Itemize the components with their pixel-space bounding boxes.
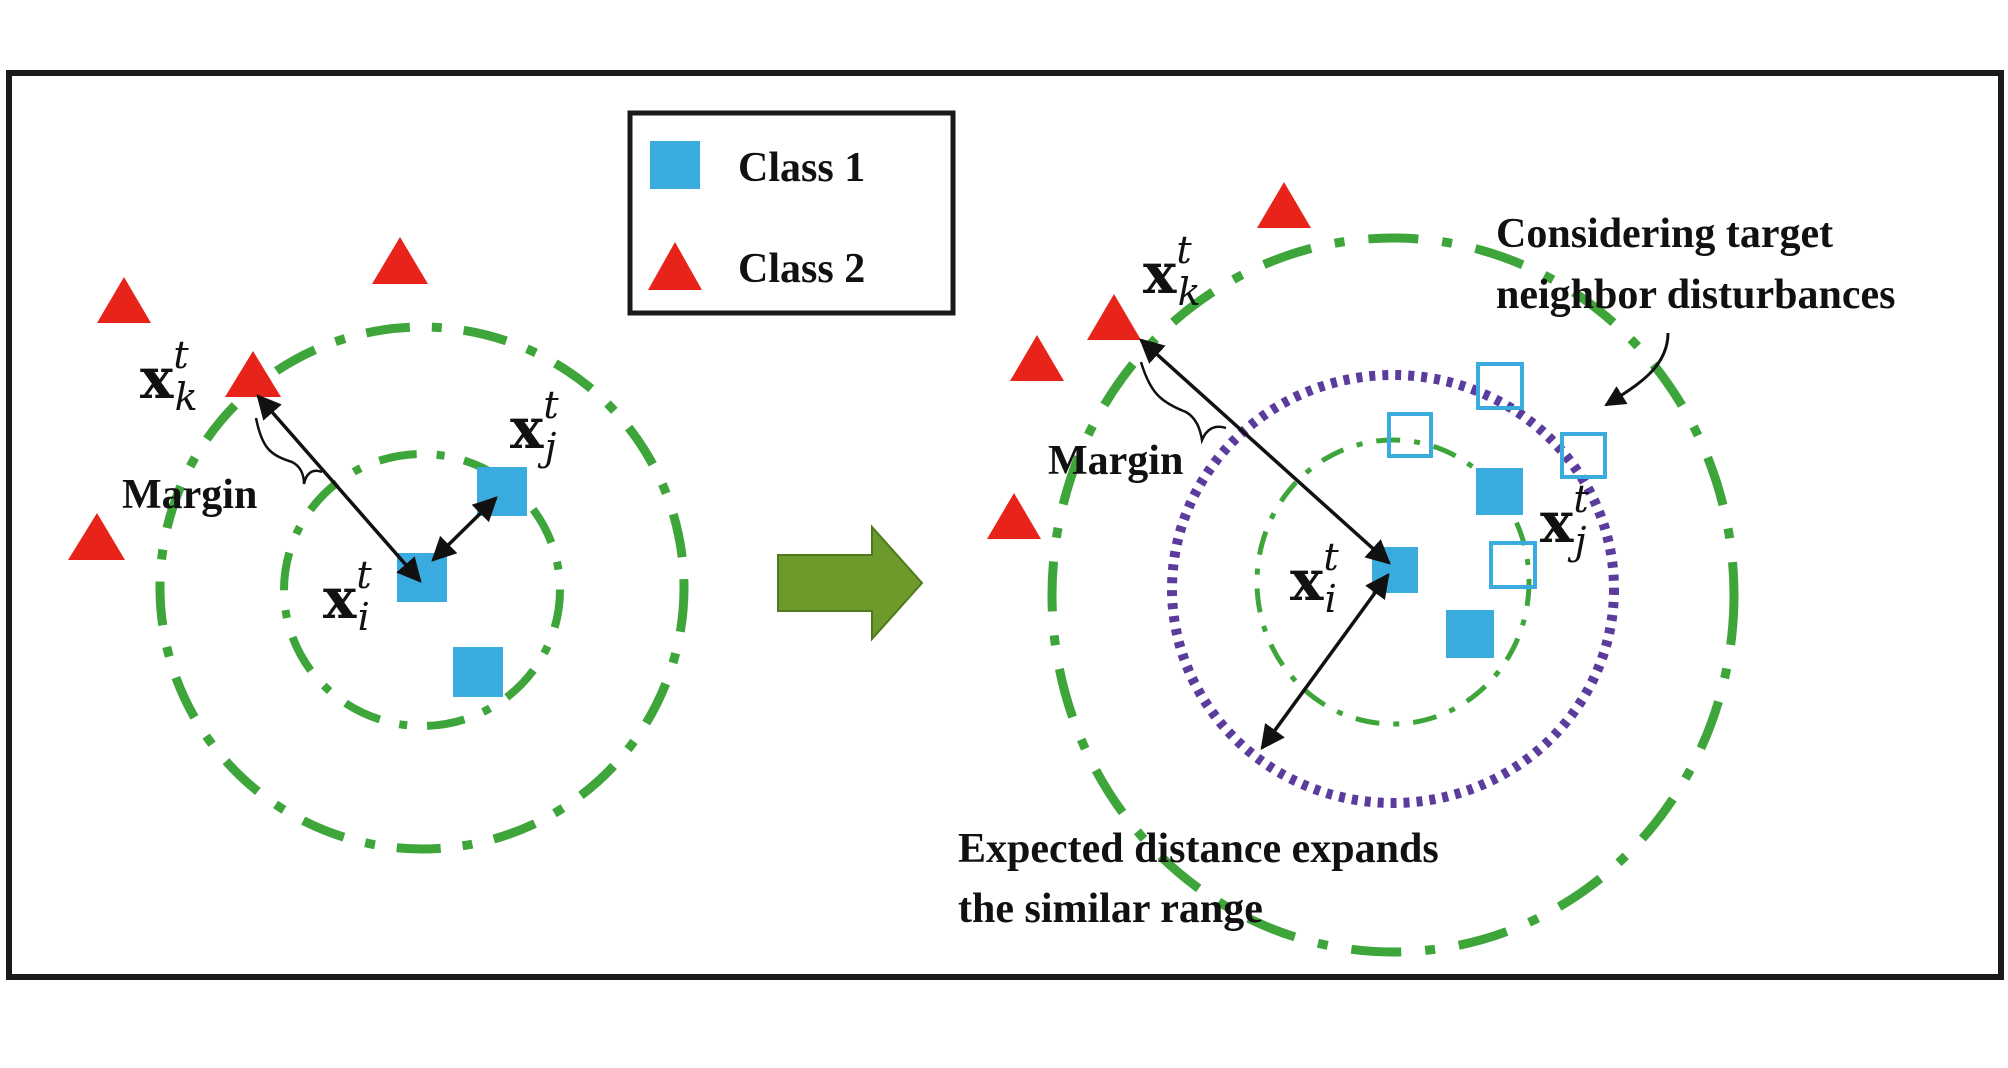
legend-class1-label: Class 1	[738, 145, 865, 191]
left-arrow-xi-xj	[431, 496, 498, 562]
right-disturbed-square	[1560, 432, 1607, 479]
right-margin-brace	[1139, 361, 1227, 445]
legend-class2-triangle-icon	[648, 242, 702, 290]
right-annotation-top-line1: Considering target	[1496, 211, 1833, 257]
left-class2-triangle	[97, 277, 151, 323]
left-margin-brace	[254, 417, 323, 485]
left-class1-square	[397, 553, 447, 602]
right-class2-triangle	[987, 493, 1041, 539]
left-margin-label: Margin	[122, 472, 257, 518]
right-class2-triangle	[1257, 182, 1311, 228]
right-class1-square	[1476, 468, 1523, 515]
right-arrow-xi-expected	[1260, 573, 1390, 750]
left-arrow-xi-xk	[256, 394, 422, 583]
left-inner-circle	[280, 450, 564, 730]
left-class1-square	[453, 647, 503, 697]
right-arrow-xi-xk	[1139, 338, 1391, 565]
right-class2-triangle	[1010, 335, 1064, 381]
left-class2-triangle	[372, 237, 428, 284]
right-purple-dotted-circle	[1167, 370, 1619, 808]
left-class2-triangle	[68, 513, 125, 560]
left-outer-circle	[155, 322, 689, 854]
figure-frame	[6, 70, 2004, 980]
legend-class1-square-icon	[650, 141, 700, 189]
right-annotation-bottom-line2: the similar range	[958, 886, 1263, 932]
right-class2-triangle	[1087, 294, 1141, 340]
right-annotation-top-line2: neighbor disturbances	[1496, 272, 1895, 318]
legend-class2-label: Class 2	[738, 246, 865, 292]
right-outer-circle	[1047, 233, 1739, 957]
right-inner-circle	[1254, 437, 1532, 727]
right-class1-square	[1446, 610, 1494, 658]
right-margin-label: Margin	[1048, 438, 1183, 484]
right-disturbed-square	[1476, 362, 1524, 410]
right-disturbed-square	[1387, 412, 1433, 458]
right-annotation-pointer	[1604, 332, 1670, 407]
legend: Class 1 Class 2	[627, 110, 956, 316]
right-arrow-icon	[777, 524, 924, 642]
right-annotation-bottom-line1: Expected distance expands	[958, 826, 1439, 872]
left-class2-triangle	[225, 351, 281, 397]
right-disturbed-square	[1489, 541, 1537, 589]
